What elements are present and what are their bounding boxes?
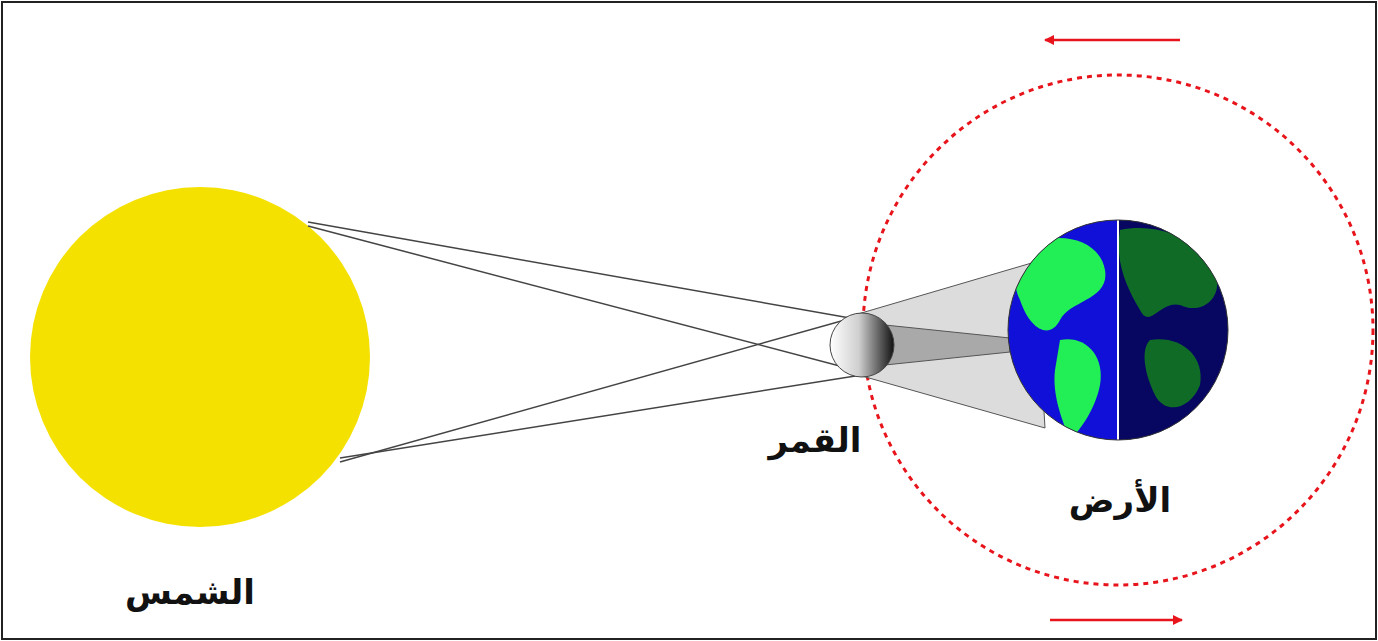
earth: [1000, 210, 1248, 450]
light-rays: [308, 222, 870, 462]
umbra: [885, 325, 1010, 365]
moon-label: القمر: [769, 420, 862, 461]
sun-label: الشمس: [125, 572, 255, 613]
sun: [30, 187, 370, 527]
orbit-direction-arrow: [1050, 619, 1182, 622]
earth-outline: [1008, 220, 1228, 440]
earth-label: الأرض: [1069, 480, 1171, 521]
orbit-direction-arrow: [1045, 39, 1180, 42]
moon: [830, 313, 894, 377]
